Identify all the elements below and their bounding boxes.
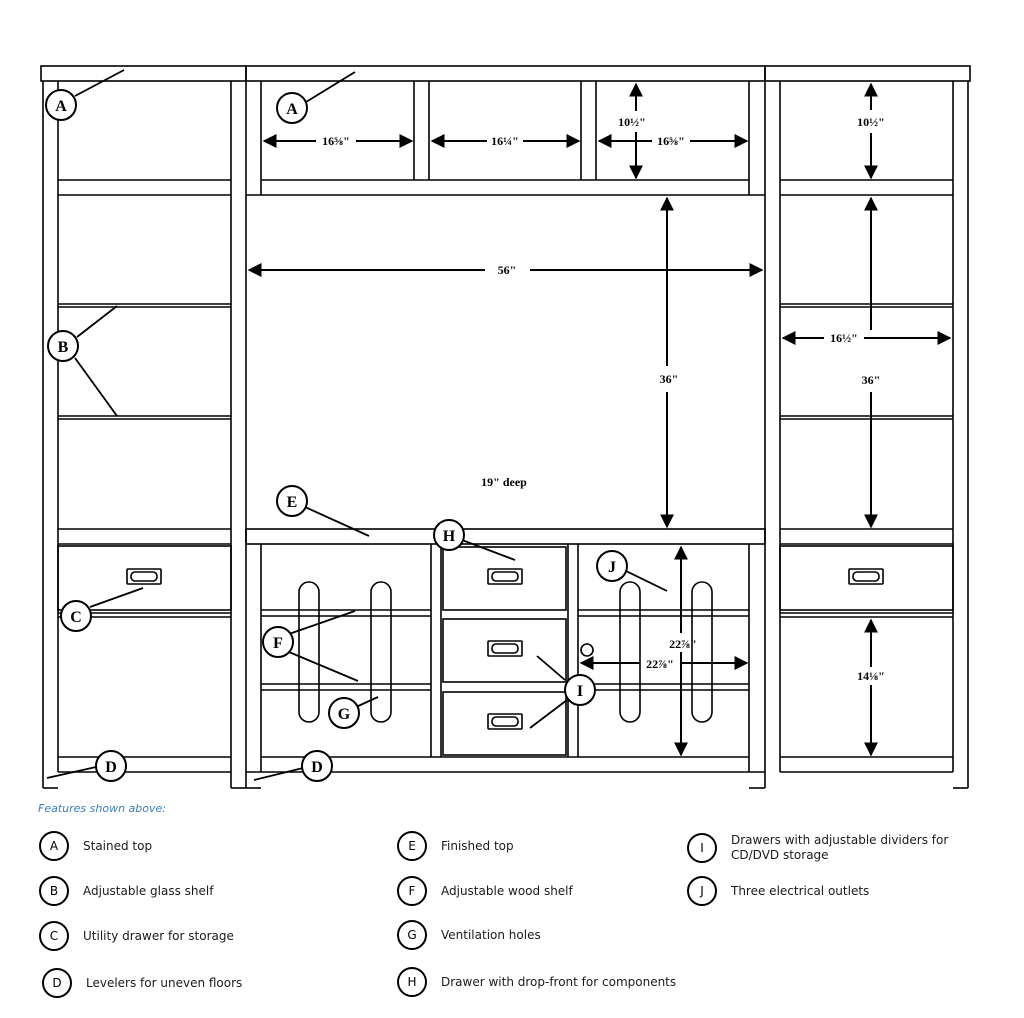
legend-letter: I (687, 833, 717, 863)
legend-item-e: E Finished top (397, 831, 514, 861)
dim-top-left-opening: 16⅝" (322, 134, 350, 148)
entertainment-center-drawing: 16⅝" 16¼" 16⅝" 10½" 10½" 56" 36" 16½" 36… (40, 65, 971, 789)
svg-text:D: D (105, 759, 117, 776)
ventilation-hole (619, 581, 641, 723)
dim-right-top-height: 10½" (857, 115, 885, 129)
drawer-pull-icon (487, 713, 523, 730)
dim-right-height: 36" (862, 373, 881, 387)
dim-right-cabinet-width: 22⅞" (646, 657, 674, 671)
svg-text:D: D (311, 759, 323, 776)
svg-text:E: E (287, 494, 298, 511)
legend-letter: B (39, 876, 69, 906)
callout-a-left: A (45, 89, 77, 121)
svg-text:A: A (286, 101, 298, 118)
legend-text: Adjustable wood shelf (441, 883, 573, 898)
legend-text: Levelers for uneven floors (86, 975, 243, 990)
legend-item-d: D Levelers for uneven floors (42, 968, 242, 998)
dim-top-height: 10½" (618, 115, 646, 129)
dim-right-width: 16½" (830, 331, 858, 345)
legend-letter: H (397, 967, 427, 997)
callout-j: J (596, 550, 628, 582)
dim-right-cabinet-height: 22⅞" (669, 637, 697, 651)
callout-a-center: A (276, 92, 308, 124)
ventilation-hole (370, 581, 392, 723)
legend-title: Features shown above: (38, 802, 166, 815)
ventilation-hole (298, 581, 320, 723)
legend-letter: J (687, 876, 717, 906)
electrical-outlet (580, 643, 594, 657)
legend-text: Ventilation holes (441, 927, 541, 942)
center-drawer-middle (442, 618, 567, 683)
legend-letter: C (39, 921, 69, 951)
legend-item-a: A Stained top (39, 831, 152, 861)
callout-c: C (60, 600, 92, 632)
legend-item-f: F Adjustable wood shelf (397, 876, 573, 906)
legend-letter: G (397, 920, 427, 950)
legend-text: Adjustable glass shelf (83, 883, 214, 898)
legend-item-b: B Adjustable glass shelf (39, 876, 213, 906)
dim-top-right-opening: 16⅝" (657, 134, 685, 148)
callout-h: H (433, 519, 465, 551)
legend-item-c: C Utility drawer for storage (39, 921, 234, 951)
drawer-pull-icon (487, 640, 523, 657)
cabinet-outline (40, 65, 971, 789)
svg-text:A: A (55, 98, 67, 115)
finished-top (245, 528, 766, 545)
dimension-lines (247, 82, 952, 757)
dim-right-lower-height: 14⅛" (857, 669, 885, 683)
callouts: A A B C D D E F G H I J (45, 89, 628, 782)
svg-text:H: H (443, 528, 456, 545)
legend-letter: F (397, 876, 427, 906)
drawer-pull-icon (848, 568, 884, 585)
callout-i: I (564, 674, 596, 706)
legend-item-i: I Drawers with adjustable dividers for C… (687, 833, 961, 863)
callout-g: G (328, 697, 360, 729)
drawer-pull-icon (487, 568, 523, 585)
callout-b: B (47, 330, 79, 362)
dim-top-middle-opening: 16¼" (491, 134, 519, 148)
ventilation-hole (691, 581, 713, 723)
drawer-pulls (126, 568, 884, 730)
svg-text:I: I (577, 683, 583, 700)
dimension-labels: 16⅝" 16¼" 16⅝" 10½" 10½" 56" 36" 16½" 36… (322, 115, 885, 683)
legend-text: Three electrical outlets (731, 883, 870, 898)
left-top (40, 65, 247, 82)
svg-text:C: C (70, 609, 82, 626)
legend-text: Stained top (83, 838, 153, 853)
dim-tv-height: 36" (660, 372, 679, 386)
callout-d-left: D (95, 750, 127, 782)
svg-text:G: G (338, 706, 351, 723)
dim-depth: 19" deep (481, 475, 527, 489)
legend-text: Finished top (441, 838, 514, 853)
drawer-pull-icon (126, 568, 162, 585)
right-utility-drawer (779, 545, 954, 611)
callout-leaders (46, 69, 668, 781)
center-top (245, 65, 766, 82)
svg-text:B: B (58, 339, 69, 356)
legend-letter: D (42, 968, 72, 998)
legend-letter: E (397, 831, 427, 861)
callout-d-center: D (301, 750, 333, 782)
center-drawer-bottom (442, 691, 567, 756)
legend-item-g: G Ventilation holes (397, 920, 541, 950)
right-top (764, 65, 971, 82)
callout-f: F (262, 626, 294, 658)
left-utility-drawer (57, 545, 232, 611)
legend-letter: A (39, 831, 69, 861)
legend-item-h: H Drawer with drop-front for components (397, 967, 676, 997)
legend-item-j: J Three electrical outlets (687, 876, 869, 906)
svg-text:J: J (608, 559, 616, 576)
dim-tv-width: 56" (498, 263, 517, 277)
legend-text: Drawer with drop-front for components (441, 974, 677, 989)
center-drawer-top (442, 546, 567, 611)
legend-text: Drawers with adjustable dividers for CD/… (731, 833, 949, 862)
svg-text:F: F (273, 635, 283, 652)
legend-text: Utility drawer for storage (83, 928, 234, 943)
callout-e: E (276, 485, 308, 517)
